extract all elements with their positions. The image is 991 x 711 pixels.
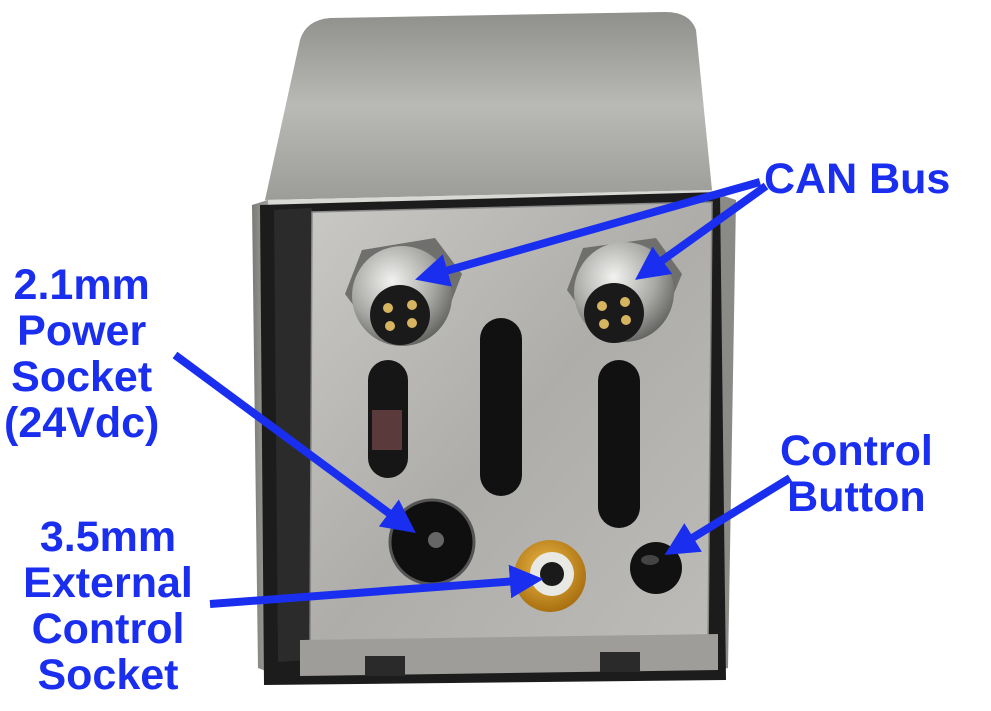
vent-slots [368,318,640,528]
arrow-can-right [635,182,769,280]
external-control-label: 3.5mm External Control Socket [0,514,216,698]
external-control-label-line-1: 3.5mm [39,513,177,561]
external-control-label-line-3: Control [31,605,185,653]
power-socket-label-line-3: Socket [11,353,153,401]
power-socket-label-line-2: Power [17,307,147,355]
power-socket [388,498,476,586]
control-button-label-line-1: Control [780,427,933,475]
arrow-can-left [415,178,762,287]
can-bus-label: CAN Bus [764,156,950,202]
control-button-label: Control Button [780,428,933,520]
control-button-label-line-2: Button [787,473,926,521]
arrow-power [172,351,416,533]
power-socket-label: 2.1mm Power Socket (24Vdc) [4,262,159,446]
external-control-socket [514,540,586,612]
power-socket-label-line-1: 2.1mm [13,261,150,309]
external-control-label-line-4: Socket [37,651,179,699]
arrow-button [664,474,793,556]
arrow-external [209,564,544,608]
external-control-label-line-2: External [23,559,193,607]
callout-arrows [172,178,793,608]
control-button [630,542,682,594]
can-bus-label-text: CAN Bus [764,155,951,203]
power-socket-label-line-4: (24Vdc) [4,399,160,447]
